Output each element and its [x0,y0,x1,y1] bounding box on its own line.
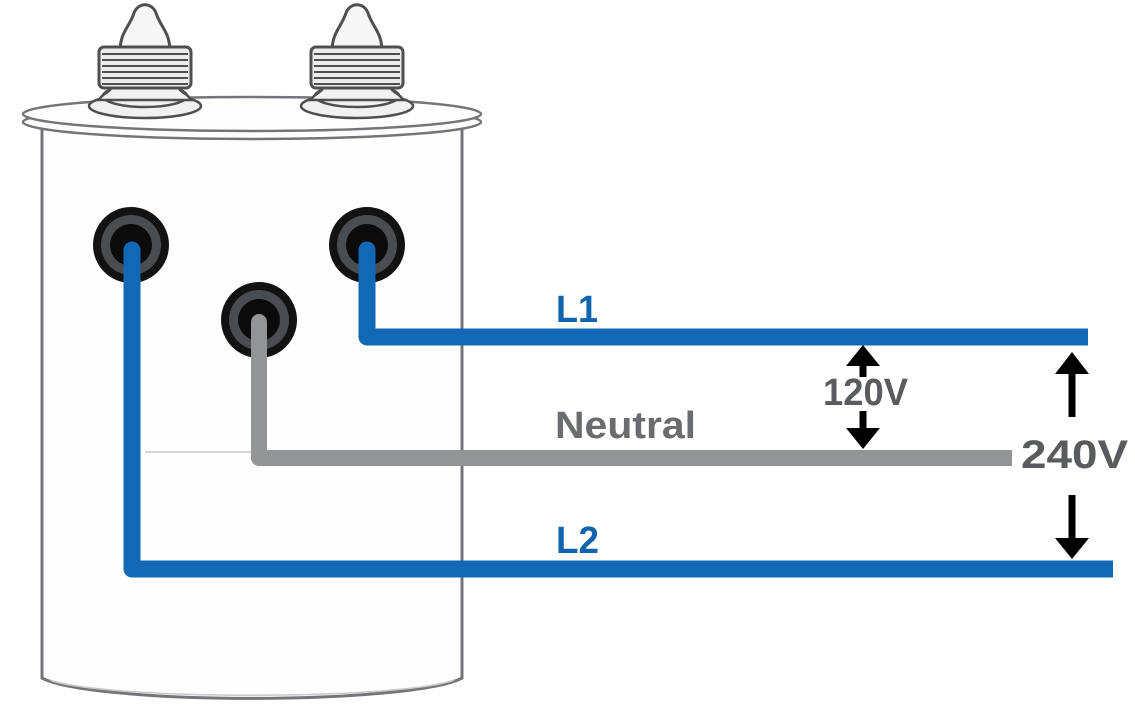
wire-label-l1: L1 [556,289,598,331]
down-arrow-icon [1055,538,1089,559]
wire-label-l2: L2 [556,520,599,562]
up-arrow-icon [846,345,880,366]
bushing-right [299,3,415,120]
voltage-label-120v: 120V [823,372,909,414]
canister-bottom-inner-arc [49,679,455,696]
voltage-measurement-120v: 120V [823,345,909,449]
voltage-measurement-240v: 240V [1021,352,1128,559]
wire-label-neutral: Neutral [555,405,696,447]
wire-l2 [123,250,1113,578]
up-arrow-icon [1055,352,1089,374]
voltage-label-240v: 240V [1021,433,1128,477]
wire-l1 [358,250,1088,346]
bushing-left [87,3,203,120]
wire-neutral [251,322,1012,466]
down-arrow-icon [846,428,880,449]
